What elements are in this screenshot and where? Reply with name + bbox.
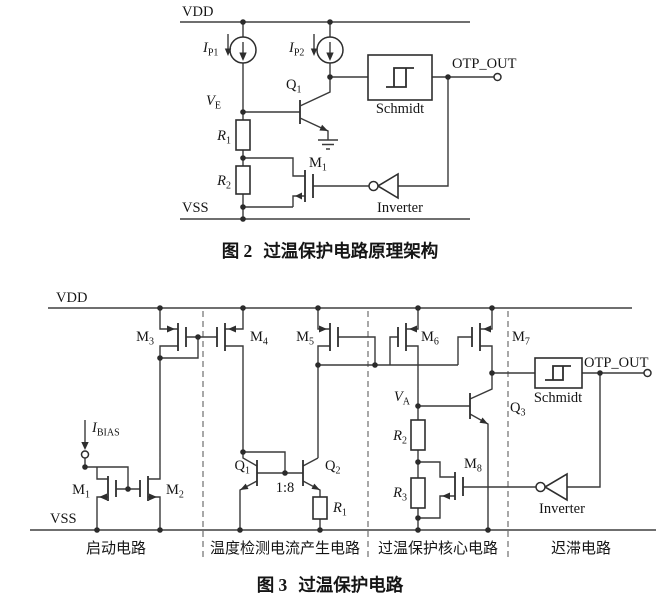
section-label-hysteresis: 迟滞电路 bbox=[551, 540, 611, 557]
fig2-otp-out-terminal bbox=[493, 72, 502, 82]
fig3-mosfet-m7 bbox=[471, 323, 491, 351]
fig3-mosfet-m4 bbox=[216, 323, 236, 351]
fig3-r1-label: R1 bbox=[332, 500, 347, 519]
fig2-schmidt-label: Schmidt bbox=[376, 101, 424, 117]
fig3-schmidt-label: Schmidt bbox=[534, 390, 582, 406]
fig3-ibias-input bbox=[80, 420, 90, 459]
fig3-schmidt-block bbox=[534, 357, 583, 389]
fig3-section-separators bbox=[202, 311, 509, 559]
fig3-q3-label: Q3 bbox=[510, 400, 525, 419]
fig2-ve-label: VE bbox=[206, 93, 221, 112]
fig2-ip1-label: IP1 bbox=[202, 40, 218, 59]
fig2-current-source-ip1 bbox=[224, 34, 257, 64]
fig3-m7-label: M7 bbox=[512, 329, 530, 348]
figure3-schematic: VDD VSS IBIAS M1 M2 M3 M4 M5 M6 M7 M8 Q1… bbox=[30, 290, 656, 595]
fig2-wires bbox=[242, 22, 494, 219]
fig3-mosfet-m5 bbox=[319, 323, 339, 351]
fig2-inverter-label: Inverter bbox=[377, 200, 423, 216]
fig3-wires bbox=[84, 308, 644, 530]
fig3-otp-out-terminal bbox=[643, 368, 652, 378]
fig3-bjt-q2 bbox=[302, 460, 320, 490]
fig3-inverter bbox=[535, 472, 568, 502]
fig3-m1-label: M1 bbox=[72, 482, 90, 501]
fig3-junction-dots bbox=[82, 305, 603, 533]
fig3-resistor-r1 bbox=[312, 496, 328, 520]
fig3-mosfet-m1 bbox=[99, 476, 117, 501]
fig3-m3-label: M3 bbox=[136, 329, 154, 348]
fig3-ratio-label: 1:8 bbox=[276, 480, 295, 496]
hysteresis-icon bbox=[545, 365, 571, 381]
fig3-vdd-label: VDD bbox=[56, 290, 87, 306]
fig2-m1-label: M1 bbox=[309, 155, 327, 174]
fig3-resistor-r2 bbox=[410, 419, 426, 451]
fig3-m5-label: M5 bbox=[296, 329, 314, 348]
fig3-mosfet-m8 bbox=[442, 472, 464, 500]
fig2-r2-label: R2 bbox=[216, 173, 231, 192]
fig3-inverter-label: Inverter bbox=[539, 501, 585, 517]
fig3-va-label: VA bbox=[394, 389, 411, 408]
fig3-resistor-r3 bbox=[410, 477, 426, 509]
fig2-schmidt-block bbox=[367, 54, 433, 101]
fig2-vdd-label: VDD bbox=[182, 4, 213, 20]
fig3-bjt-q3 bbox=[469, 393, 488, 424]
section-label-startup: 启动电路 bbox=[86, 540, 146, 557]
hysteresis-icon bbox=[386, 67, 414, 88]
fig3-bjt-q1 bbox=[240, 460, 258, 490]
fig3-mosfet-m3 bbox=[167, 323, 187, 351]
fig2-r1-label: R1 bbox=[216, 128, 231, 147]
fig2-junction-dots bbox=[240, 19, 451, 222]
fig3-r3-label: R3 bbox=[392, 485, 407, 504]
fig3-m4-label: M4 bbox=[250, 329, 268, 348]
fig2-inverter bbox=[368, 172, 399, 200]
figure2-schematic: VDD VSS IP1 IP2 VE Q1 R1 R2 M1 Schmidt I… bbox=[180, 4, 517, 261]
ground-icon bbox=[318, 139, 338, 150]
fig3-m6-label: M6 bbox=[421, 329, 439, 348]
fig3-q1-label: Q1 bbox=[235, 458, 250, 477]
fig3-otp-out-label: OTP_OUT bbox=[584, 355, 649, 371]
fig2-q1-label: Q1 bbox=[286, 77, 301, 96]
section-label-temp-detect: 温度检测电流产生电路 bbox=[210, 540, 360, 557]
fig2-current-source-ip2 bbox=[310, 34, 344, 64]
fig3-r2-label: R2 bbox=[392, 428, 407, 447]
fig3-mosfet-m2 bbox=[139, 476, 157, 501]
fig2-ip2-label: IP2 bbox=[288, 40, 304, 59]
fig2-vss-label: VSS bbox=[182, 200, 209, 216]
fig3-section-labels: 启动电路 温度检测电流产生电路 过温保护核心电路 迟滞电路 bbox=[86, 540, 611, 557]
fig2-otp-out-label: OTP_OUT bbox=[452, 56, 517, 72]
fig3-m8-label: M8 bbox=[464, 456, 482, 475]
fig3-ibias-label: IBIAS bbox=[91, 420, 120, 439]
fig2-resistor-r2 bbox=[235, 165, 251, 195]
fig2-resistor-r1 bbox=[235, 119, 251, 151]
fig3-m2-label: M2 bbox=[166, 482, 184, 501]
fig3-mosfet-m6 bbox=[397, 323, 417, 351]
fig3-vss-label: VSS bbox=[50, 511, 77, 527]
section-label-otp-core: 过温保护核心电路 bbox=[378, 540, 498, 557]
fig2-mosfet-m1 bbox=[295, 170, 314, 202]
fig3-q2-label: Q2 bbox=[325, 458, 340, 477]
fig2-bjt-q1 bbox=[299, 77, 338, 150]
